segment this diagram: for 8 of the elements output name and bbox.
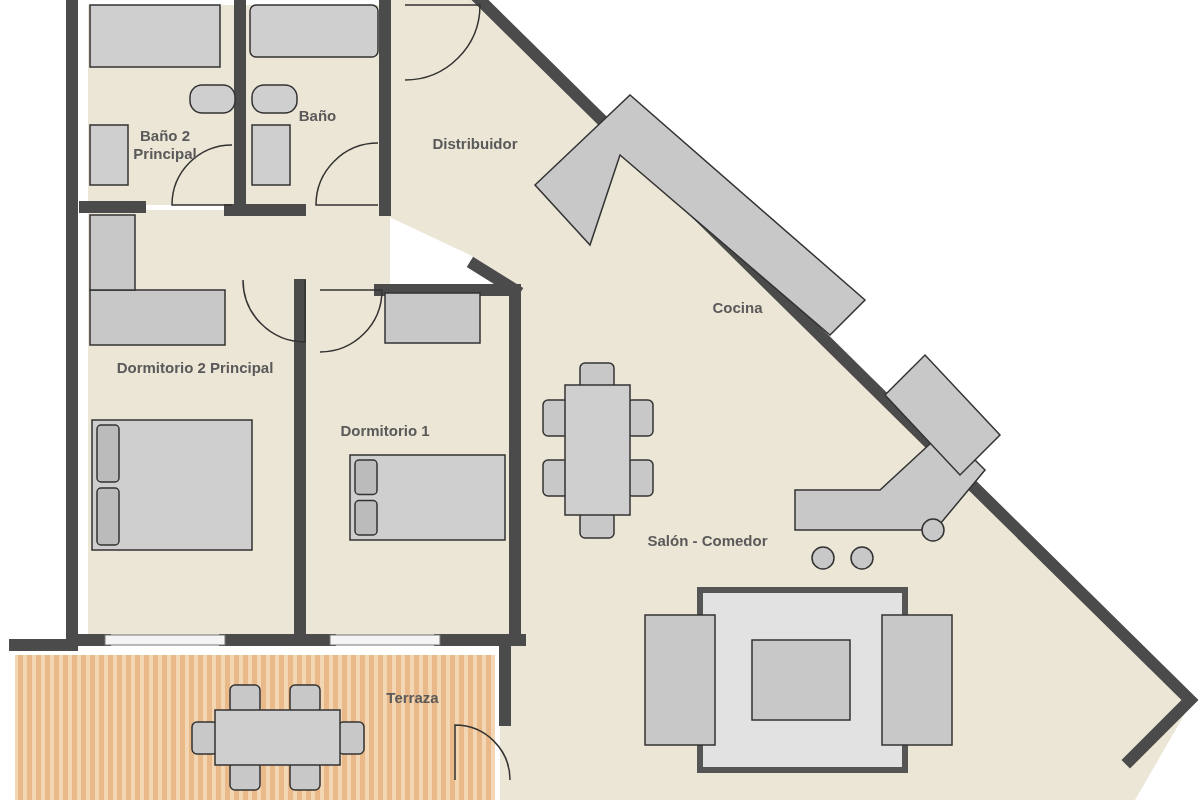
room-label: Salón - Comedor [640, 532, 775, 550]
room-label: Terraza [375, 689, 450, 707]
room-label: Baño 2 Principal [125, 127, 205, 163]
room-label: Cocina [705, 299, 770, 317]
room-label: Dormitorio 1 [330, 422, 440, 440]
room-label: Distribuidor [420, 135, 530, 153]
room-label: Baño [295, 107, 340, 125]
room-label: Dormitorio 2 Principal [100, 359, 290, 377]
